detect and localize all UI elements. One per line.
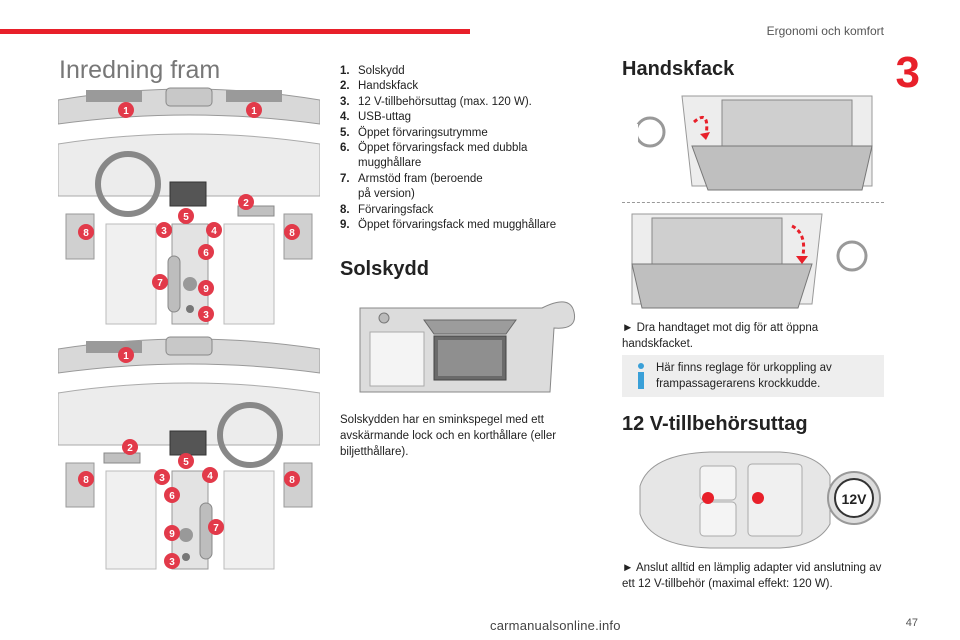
- legend-list: 1.Solskydd 2.Handskfack 3.12 V-tillbehör…: [340, 64, 600, 233]
- legend-item: 1.Solskydd: [340, 65, 405, 77]
- callout: 3: [203, 310, 209, 321]
- chapter-number: 3: [895, 48, 920, 97]
- callout: 2: [243, 198, 249, 209]
- callout: 8: [289, 228, 295, 239]
- callout: 3: [159, 473, 165, 484]
- callout: 9: [169, 529, 175, 540]
- legend-item: 8.Förvaringsfack: [340, 203, 434, 216]
- page-title: Inredning fram: [59, 56, 221, 84]
- legend-item: 4.USB-uttag: [340, 111, 412, 124]
- outlet-badge: 12V: [842, 491, 868, 507]
- dashboard-illustration-rhd: 1 2 5 3 4 8 8 6 9 7 3: [57, 335, 321, 580]
- dashboard-illustration-lhd: 1 1 2 5 3 4 6 8 8 7 9 3: [57, 84, 321, 337]
- glovebox-lhd-illustration: [622, 86, 884, 205]
- info-icon: [630, 361, 652, 391]
- header-accent-bar: [0, 29, 470, 34]
- section-title: Ergonomi och komfort: [766, 24, 884, 38]
- legend-item: 6.Öppet förvaringsfack med dubbla mugghå…: [340, 142, 528, 170]
- callout: 6: [169, 491, 175, 502]
- callout: 4: [207, 471, 213, 482]
- callout: 1: [251, 106, 257, 117]
- callout: 8: [83, 228, 89, 239]
- legend-item: 7.Armstöd fram (beroende på version): [340, 172, 483, 201]
- callout: 7: [157, 278, 163, 289]
- handskfack-instruction: ► Dra handtaget mot dig för att öppna ha…: [622, 322, 819, 350]
- callout: 3: [169, 557, 175, 568]
- callout: 8: [83, 475, 89, 486]
- legend-item: 2.Handskfack: [340, 80, 419, 93]
- solskydd-heading: Solskydd: [340, 258, 429, 280]
- callout: 7: [213, 523, 219, 534]
- callout: 3: [161, 226, 167, 237]
- info-box: Här finns reglage för urkoppling av fram…: [622, 355, 884, 397]
- callout: 1: [123, 351, 129, 362]
- callout: 6: [203, 248, 209, 259]
- legend-item: 9.Öppet förvaringsfack med mugghållare: [340, 219, 557, 232]
- watermark: carmanualsonline.info: [490, 618, 621, 633]
- callout: 5: [183, 212, 189, 223]
- info-text: Här finns reglage för urkoppling av fram…: [656, 362, 832, 390]
- handskfack-heading: Handskfack: [622, 58, 735, 80]
- callout: 4: [211, 226, 217, 237]
- callout: 8: [289, 475, 295, 486]
- callout: 9: [203, 284, 209, 295]
- callout: 1: [123, 106, 129, 117]
- outlet-instruction: ► Anslut alltid en lämplig adapter vid a…: [622, 562, 882, 590]
- outlet-heading: 12 V-tillbehörsuttag: [622, 413, 808, 435]
- sun-visor-illustration: [356, 290, 584, 403]
- legend-item: 5.Öppet förvaringsutrymme: [340, 126, 488, 139]
- glovebox-rhd-illustration: [622, 206, 884, 323]
- page-number: 47: [905, 617, 918, 629]
- legend-item: 3.12 V-tillbehörsuttag (max. 120 W).: [340, 95, 532, 108]
- divider: [622, 202, 884, 203]
- solskydd-text: Solskydden har en sminkspegel med ett av…: [340, 414, 557, 458]
- car-outlet-illustration: 12V: [630, 446, 886, 559]
- callout: 2: [127, 443, 133, 454]
- callout: 5: [183, 457, 189, 468]
